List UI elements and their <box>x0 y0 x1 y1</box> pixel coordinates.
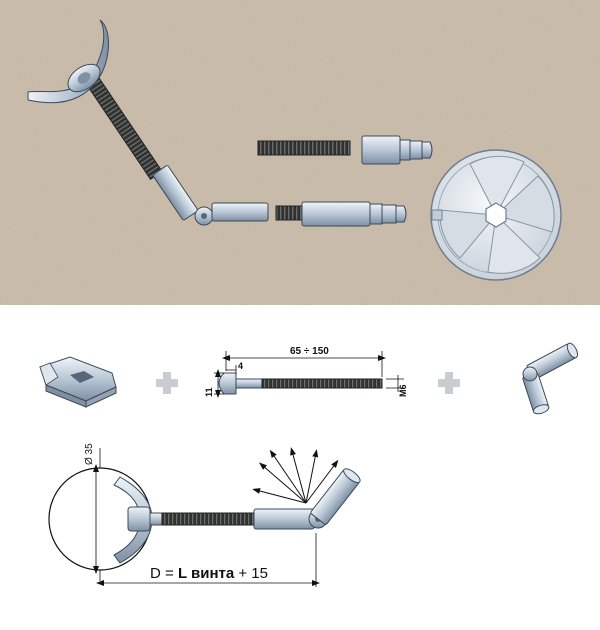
assembled-fastener <box>27 19 269 226</box>
technical-drawing-area: 65 ÷ 150 4 11 M6 <box>0 305 600 630</box>
rod-with-connector <box>275 201 407 227</box>
head-offset-label: 4 <box>238 361 243 371</box>
hinge-arm-icon <box>522 342 579 415</box>
diameter-label: Ø 35 <box>84 443 95 465</box>
spiral-disc <box>430 149 562 281</box>
formula-bold: L винта <box>178 565 235 582</box>
plus-icon <box>156 372 178 394</box>
plus-icon <box>438 372 460 394</box>
formula-suffix: + 15 <box>234 565 268 582</box>
loose-threaded-rod <box>257 140 351 156</box>
rotation-arrows-icon <box>252 447 339 504</box>
product-render-area <box>0 0 600 305</box>
assembly-diagram: Ø 35 <box>48 443 361 581</box>
d-dimension: D = L винта + 15 <box>96 533 320 587</box>
wing-washer-icon <box>39 356 117 408</box>
formula-label: D = L винта + 15 <box>150 565 268 582</box>
thread-size-label: M6 <box>398 384 408 397</box>
product-render <box>0 0 600 305</box>
screw-icon <box>218 372 383 395</box>
technical-drawing: 65 ÷ 150 4 11 M6 <box>39 342 579 587</box>
screw-dimensions: 65 ÷ 150 4 11 M6 <box>204 346 408 398</box>
head-height-label: 11 <box>204 387 214 397</box>
loose-barrel-connector <box>361 135 433 165</box>
formula-prefix: D = <box>150 565 178 582</box>
length-range-label: 65 ÷ 150 <box>290 346 329 357</box>
